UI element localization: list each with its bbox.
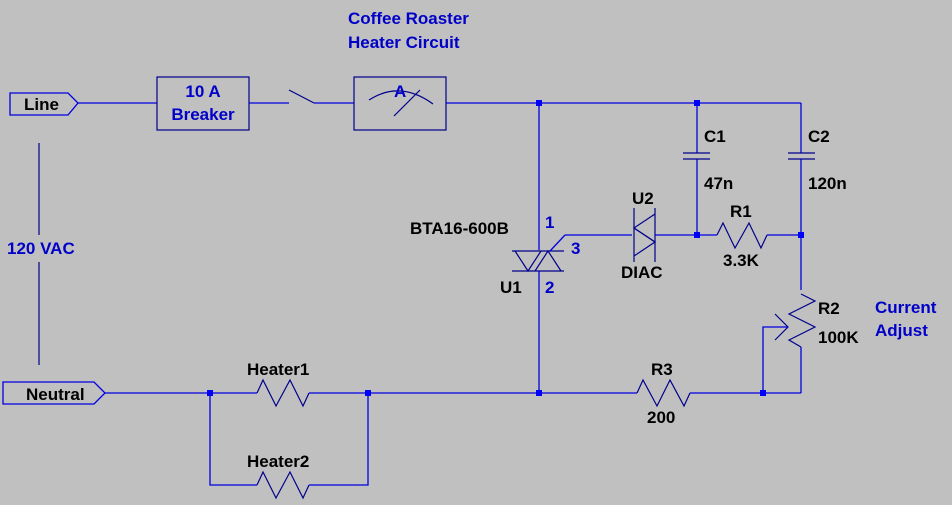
triac-pin-3: 3 (571, 239, 580, 258)
triac-part: BTA16-600B (410, 219, 509, 238)
r1-ref: R1 (730, 202, 752, 221)
potentiometer-r2[interactable]: R2 100K Current Adjust (762, 293, 937, 394)
breaker[interactable]: 10 A Breaker (156, 76, 250, 131)
r3-value: 200 (647, 408, 675, 427)
triac-pin-1: 1 (545, 213, 554, 232)
r1-value: 3.3K (723, 251, 760, 270)
r3-ref: R3 (651, 360, 673, 379)
capacitor-c2[interactable]: C2 120n (788, 103, 847, 290)
diac-part: DIAC (621, 263, 663, 282)
switch[interactable] (288, 89, 354, 104)
heater-2[interactable]: Heater2 (209, 393, 369, 500)
heater1-label: Heater1 (247, 360, 309, 379)
ammeter[interactable]: A (353, 76, 447, 131)
junction (798, 232, 804, 238)
breaker-label-1: 10 A (185, 82, 220, 101)
resistor-r1[interactable]: R1 3.3K (697, 202, 801, 270)
resistor-r3[interactable]: R3 200 (539, 360, 763, 427)
title-line-1: Coffee Roaster (348, 9, 469, 28)
diac-u2[interactable]: U2 DIAC (621, 189, 697, 282)
triac-ref: U1 (500, 278, 522, 297)
line-label-text: Line (24, 95, 59, 114)
diac-ref: U2 (632, 189, 654, 208)
heater2-label: Heater2 (247, 452, 309, 471)
triac-pin-2: 2 (545, 278, 554, 297)
c1-ref: C1 (704, 127, 726, 146)
ac-source: 120 VAC (7, 143, 75, 365)
c1-value: 47n (704, 174, 733, 193)
neutral-label-text: Neutral (26, 385, 85, 404)
neutral-net-label[interactable]: Neutral (2, 381, 106, 405)
r2-ref: R2 (818, 299, 840, 318)
line-net-label[interactable]: Line (9, 92, 79, 116)
breaker-label-2: Breaker (171, 105, 235, 124)
heater-1[interactable]: Heater1 (247, 360, 539, 408)
c2-value: 120n (808, 174, 847, 193)
title-line-2: Heater Circuit (348, 33, 460, 52)
ammeter-symbol: A (394, 82, 406, 101)
r2-note-1: Current (875, 298, 937, 317)
r2-value: 100K (818, 328, 859, 347)
r2-note-2: Adjust (875, 321, 928, 340)
capacitor-c1[interactable]: C1 47n (683, 103, 733, 235)
triac-u1[interactable]: BTA16-600B U1 1 2 3 (410, 103, 632, 393)
c2-ref: C2 (808, 127, 830, 146)
source-label: 120 VAC (7, 239, 75, 258)
